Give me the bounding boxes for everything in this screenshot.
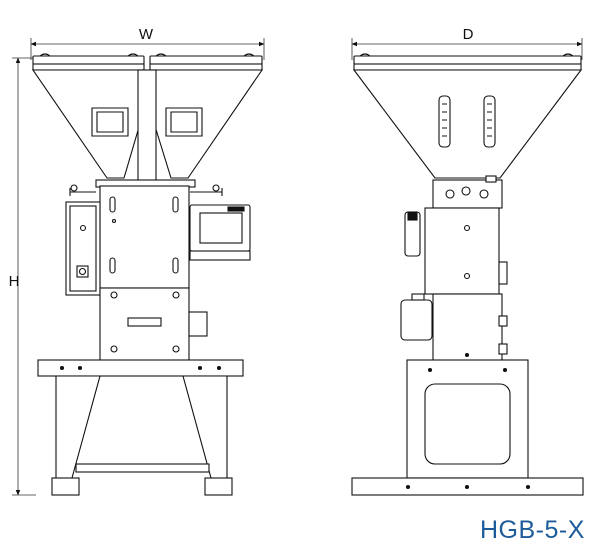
front-view <box>31 53 264 496</box>
side-window-left <box>438 95 451 148</box>
front-control-box <box>65 201 101 296</box>
front-hopper-right-lid <box>149 55 263 65</box>
side-control-box <box>424 207 500 295</box>
front-window-right <box>165 107 203 137</box>
depth-label: D <box>463 26 474 43</box>
front-foot-right <box>204 477 233 496</box>
side-mixing-chamber <box>432 293 503 362</box>
front-hopper-left-rim <box>32 63 145 71</box>
front-hopper-right-rim <box>149 63 263 71</box>
front-stand-crossbar <box>75 463 210 473</box>
side-hopper-rim <box>353 63 582 71</box>
side-hopper <box>352 69 583 179</box>
model-name: HGB-5-X <box>480 516 585 544</box>
front-hmi-screen <box>199 212 243 244</box>
front-hopper-left-lid <box>32 55 145 65</box>
side-mixer-motor <box>400 299 433 341</box>
dimension-d <box>351 38 583 60</box>
front-hopper-left <box>31 69 145 179</box>
front-foot-left <box>51 477 80 496</box>
front-center-column <box>137 69 157 186</box>
side-view <box>351 53 584 496</box>
front-discharge-unit <box>188 311 208 337</box>
front-mixer-window <box>127 317 162 327</box>
height-label: H <box>9 273 20 290</box>
width-label: W <box>139 26 154 43</box>
front-stand-right-leg <box>182 375 228 479</box>
front-hmi-bezel <box>189 250 251 261</box>
dimension-h <box>12 57 36 496</box>
front-window-left <box>91 107 129 137</box>
front-stand-left-leg <box>55 375 101 479</box>
dimension-w <box>30 38 265 60</box>
front-power-switch <box>76 265 89 278</box>
side-stand-opening <box>424 383 511 465</box>
side-window-right <box>483 95 496 148</box>
front-stand-top <box>37 359 244 377</box>
side-hopper-lid <box>353 55 582 65</box>
